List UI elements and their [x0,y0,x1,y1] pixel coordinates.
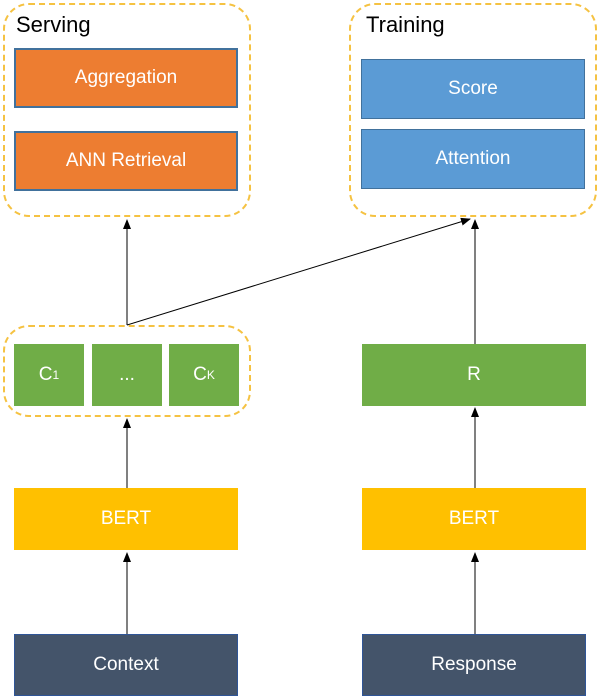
attention-block: Attention [361,129,585,189]
ck-label: C [193,364,207,385]
ann-retrieval-block: ANN Retrieval [14,131,238,191]
ck-subscript: K [206,368,215,382]
serving-group [3,3,251,217]
training-title: Training [366,12,445,37]
score-block: Score [361,59,585,119]
context-bert-block: BERT [14,488,238,550]
r-block: R [362,344,586,406]
serving-title: Serving [16,12,91,37]
response-bert-block: BERT [362,488,586,550]
training-group [349,3,597,217]
response-input-block: Response [362,634,586,696]
arrow-embeddings-to-training [126,217,471,326]
context-embeddings-group [3,325,251,417]
context-input-block: Context [14,634,238,696]
c1-label: C [38,364,53,385]
c1-subscript: 1 [52,368,60,382]
ellipsis-block: ... [92,344,162,406]
aggregation-block: Aggregation [14,48,238,108]
